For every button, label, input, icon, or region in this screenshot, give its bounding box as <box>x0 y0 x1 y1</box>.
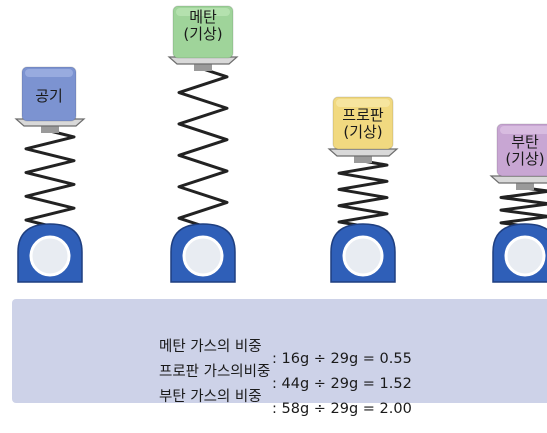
scale-dial-air <box>29 235 71 277</box>
spring-scales-illustration <box>14 5 547 283</box>
spring-methane <box>177 67 229 228</box>
info-equation: : 44g ÷ 29g = 1.52 <box>272 376 412 392</box>
gas-cube-air <box>21 66 77 122</box>
scale-dial-methane <box>182 235 224 277</box>
info-line-butane: 부탄 가스의 비중 : 58g ÷ 29g = 2.00 <box>12 369 412 433</box>
gas-cube-highlight-methane <box>176 8 230 16</box>
spring-butane <box>499 186 547 228</box>
specific-gravity-panel: 메탄 가스의 비중 : 16g ÷ 29g = 0.55 프로판 가스의비중 :… <box>12 299 547 417</box>
info-name: 부탄 가스의 비중 <box>159 389 262 405</box>
info-equation: : 58g ÷ 29g = 2.00 <box>272 401 412 417</box>
gas-cube-butane <box>496 123 547 177</box>
pan-stem-methane <box>194 62 212 71</box>
label-propane: 프로판 (기상) <box>342 106 384 141</box>
pan-stem-propane <box>354 154 372 163</box>
scale-dial-butane <box>504 235 546 277</box>
gas-cube-methane <box>172 5 234 59</box>
label-butane: 부탄 (기상) <box>505 133 545 168</box>
info-line-propane: 프로판 가스의비중 : 44g ÷ 29g = 1.52 <box>12 344 412 408</box>
info-equation: : 16g ÷ 29g = 0.55 <box>272 351 412 367</box>
spring-air <box>24 129 76 228</box>
gas-cube-propane <box>332 96 394 150</box>
pan-stem-butane <box>516 181 534 190</box>
spring-propane <box>337 159 389 228</box>
gas-cube-highlight-butane <box>500 126 547 134</box>
label-methane: 메탄 (기상) <box>183 8 223 43</box>
info-name: 프로판 가스의비중 <box>159 364 271 380</box>
scale-dial-propane <box>342 235 384 277</box>
label-air: 공기 <box>35 87 63 105</box>
info-line-methane: 메탄 가스의 비중 : 16g ÷ 29g = 0.55 <box>12 319 412 383</box>
scale-pan-propane <box>327 148 399 157</box>
scale-pan-butane <box>489 175 547 184</box>
pan-stem-air <box>41 124 59 133</box>
specific-gravity-diagram: 공기 메탄 (기상) 프로판 (기상) 부탄 (기상) <box>14 5 547 283</box>
gas-cube-highlight-propane <box>336 99 390 107</box>
gas-cube-highlight-air <box>25 69 73 77</box>
info-name: 메탄 가스의 비중 <box>159 339 262 355</box>
